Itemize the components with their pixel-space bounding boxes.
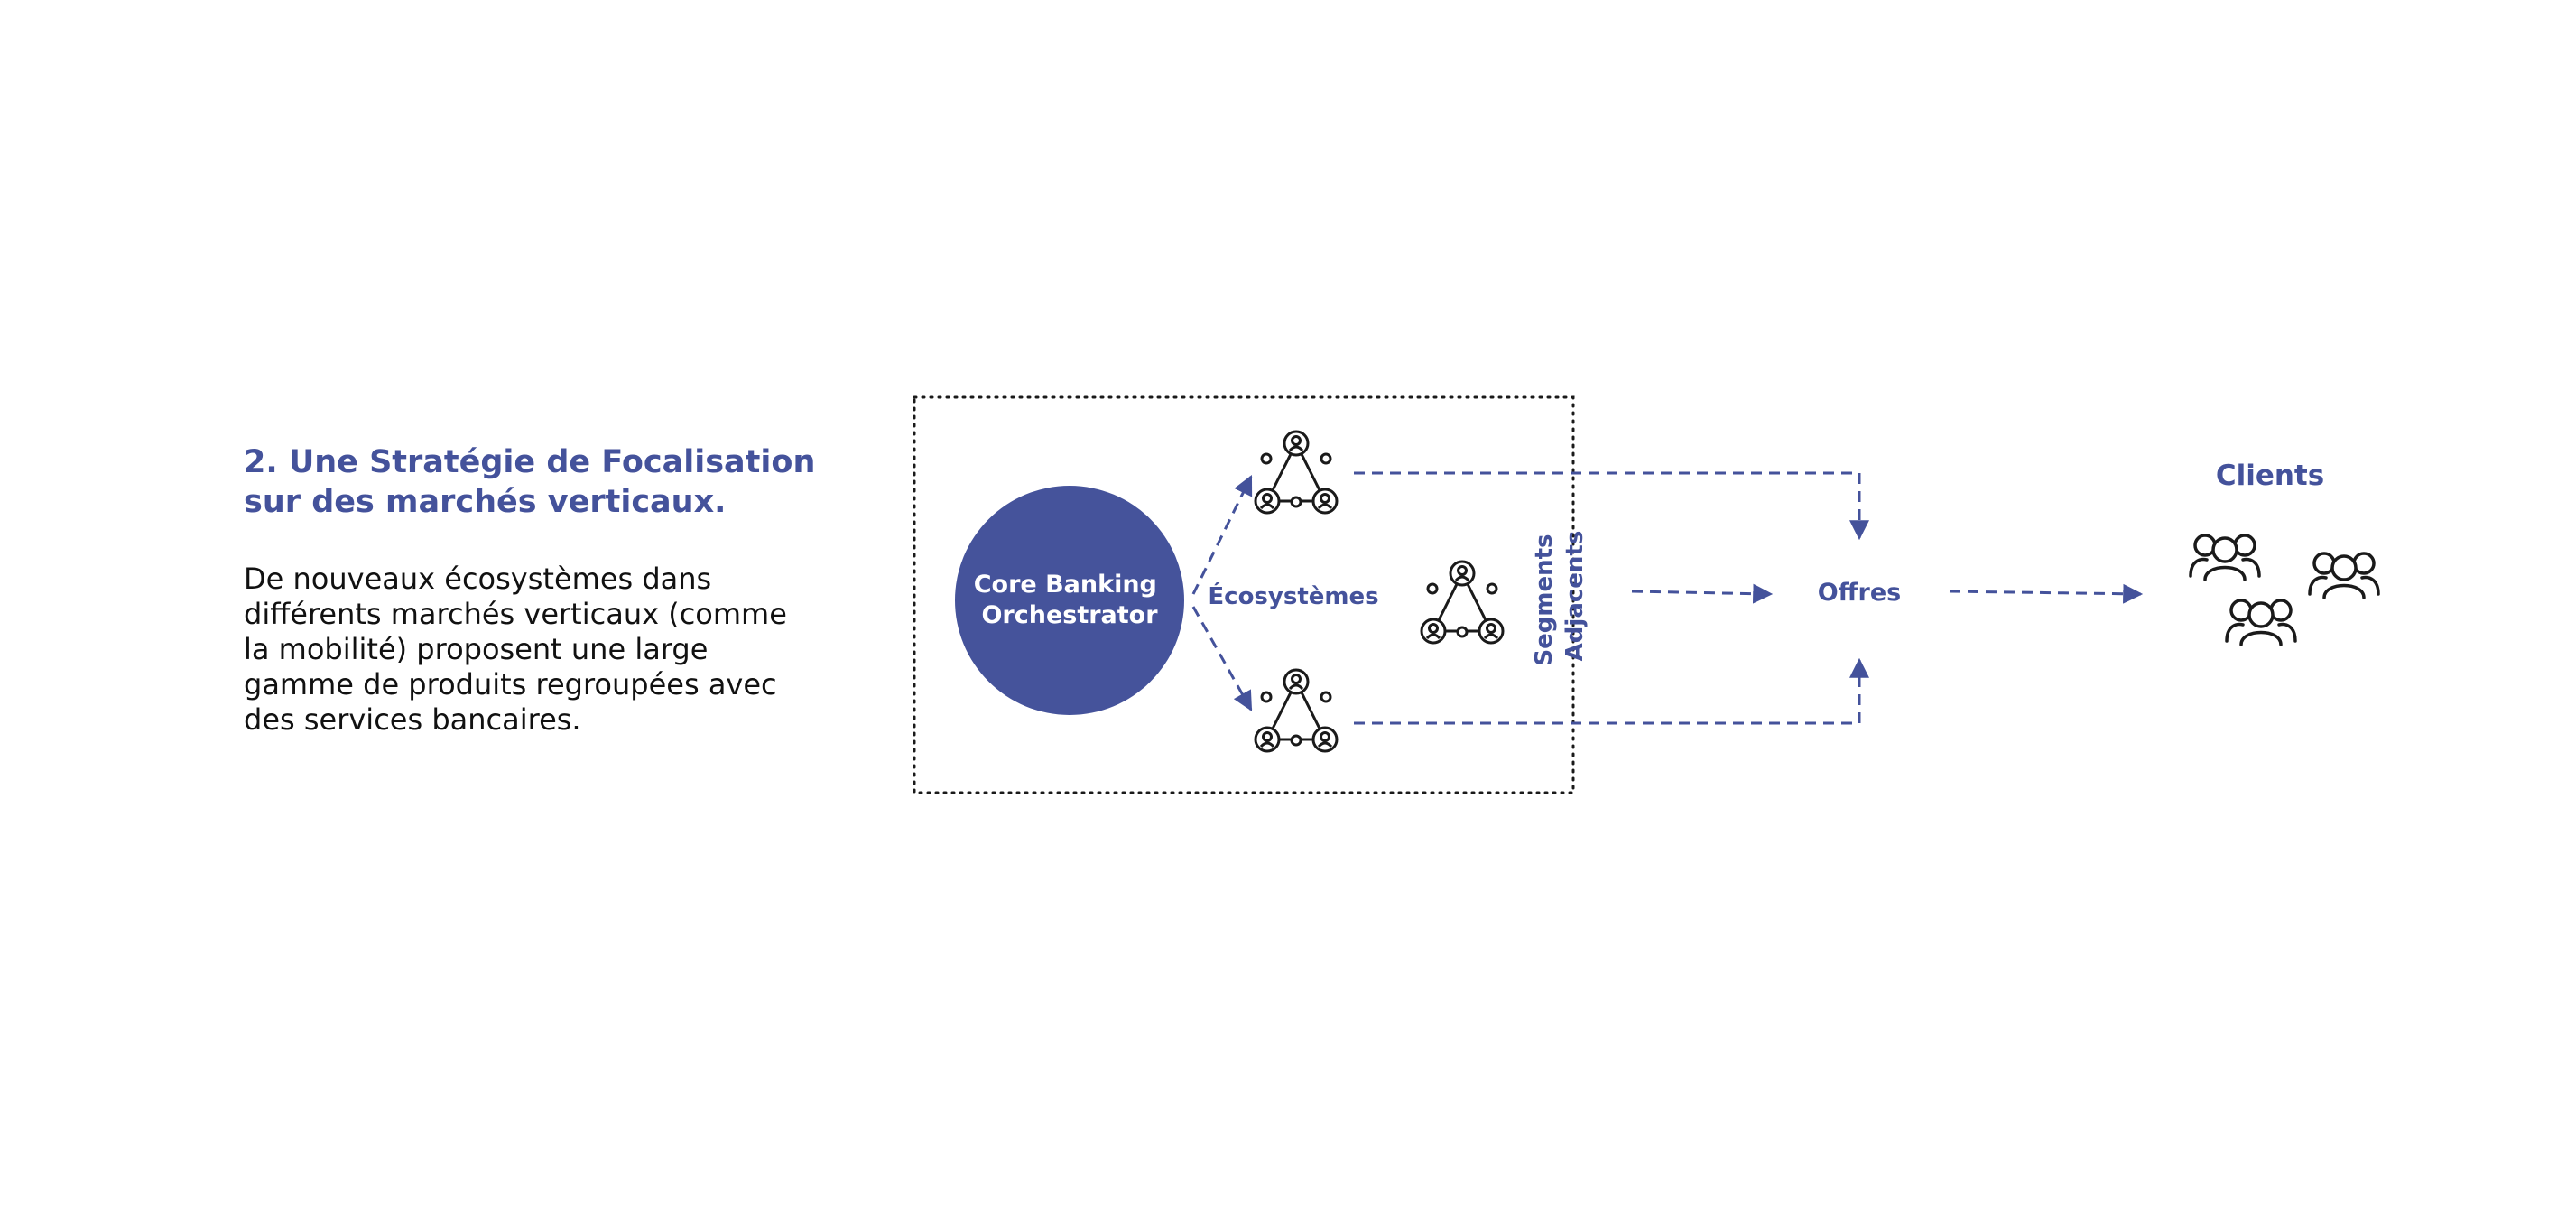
ecosystem-network-icon bbox=[1254, 668, 1339, 753]
description-line-1: De nouveaux écosystèmes dans bbox=[244, 562, 712, 596]
offers-label: Offres bbox=[1818, 579, 1902, 607]
arrow-top-to-offers bbox=[1354, 471, 1869, 541]
heading-line-1: 2. Une Stratégie de Focalisation bbox=[244, 444, 816, 480]
heading-line-2: sur des marchés verticaux. bbox=[244, 484, 727, 520]
arrow-core-to-top bbox=[1191, 475, 1253, 595]
user-group-icon bbox=[2225, 599, 2297, 646]
description-line-3: la mobilité) proposent une large bbox=[244, 632, 709, 666]
segments-label-line-2: Adjacents bbox=[1561, 531, 1589, 662]
arrow-offers-to-clients bbox=[1949, 583, 2144, 604]
arrow-bottom-to-offers bbox=[1354, 657, 1869, 725]
arrow-core-to-bottom bbox=[1191, 606, 1253, 711]
description-line-4: gamme de produits regroupées avec bbox=[244, 667, 777, 701]
core-banking-circle bbox=[955, 486, 1184, 715]
arrow-segments-to-offers bbox=[1631, 583, 1774, 604]
user-group-icon bbox=[2308, 552, 2380, 599]
core-label-line-1: Core Banking bbox=[974, 571, 1157, 599]
section-heading: 2. Une Stratégie de Focalisation sur des… bbox=[244, 442, 821, 522]
description-line-5: des services bancaires. bbox=[244, 702, 581, 737]
section-description: De nouveaux écosystèmes dans différents … bbox=[244, 562, 821, 738]
clients-label: Clients bbox=[2216, 460, 2324, 492]
segments-label: Segments Adjacents bbox=[1531, 525, 1589, 665]
ecosystem-boundary bbox=[913, 395, 1575, 794]
core-label-line-2: Orchestrator bbox=[981, 601, 1158, 629]
user-group-icon bbox=[2189, 534, 2261, 581]
core-label: Core Banking Orchestrator bbox=[974, 571, 1166, 629]
description-line-2: différents marchés verticaux (comme bbox=[244, 597, 787, 631]
ecosystem-network-icon bbox=[1254, 430, 1339, 515]
section-text: 2. Une Stratégie de Focalisation sur des… bbox=[244, 442, 821, 738]
ecosystem-network-icon bbox=[1420, 560, 1505, 645]
ecosystems-label: Écosystèmes bbox=[1208, 581, 1378, 610]
segments-label-line-1: Segments bbox=[1531, 534, 1558, 665]
